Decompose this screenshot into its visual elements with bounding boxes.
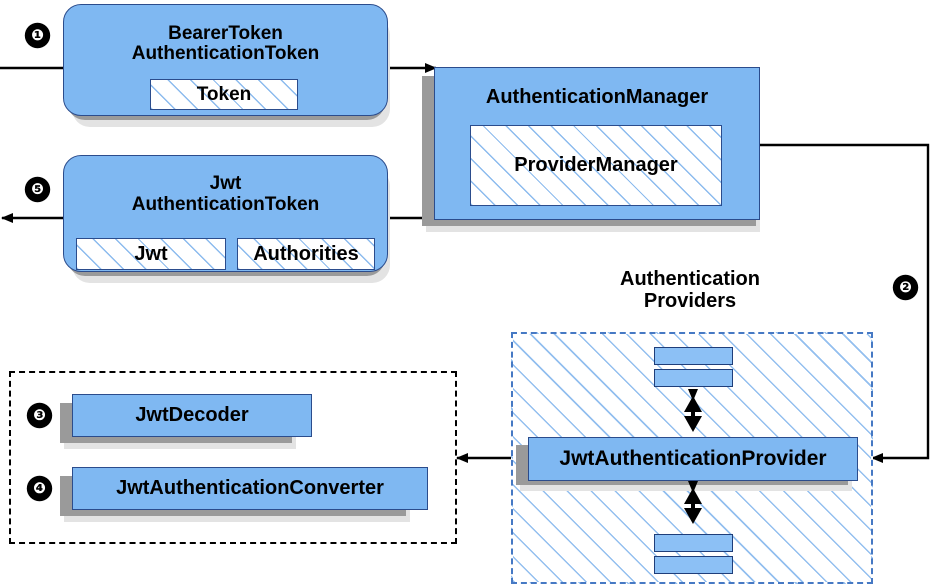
provider-stub-bottom-2	[654, 556, 733, 574]
bearer-token-line1: BearerToken	[168, 22, 283, 44]
inner-box-jwt: Jwt	[76, 238, 226, 270]
jwt-token-line1: Jwt	[209, 173, 242, 195]
inner-box-provider-manager: ProviderManager	[470, 125, 722, 206]
step-marker-5: ❺	[26, 178, 49, 201]
node-jwt-decoder[interactable]: JwtDecoder	[72, 394, 312, 437]
step-marker-2: ❷	[894, 276, 917, 299]
providers-caption-line2: Providers	[643, 290, 737, 313]
inner-box-authorities-label: Authorities	[253, 242, 359, 265]
inner-box-jwt-label: Jwt	[134, 242, 168, 265]
provider-stub-top-1	[654, 347, 733, 365]
jwt-converter-label: JwtAuthenticationConverter	[116, 476, 384, 499]
providers-caption-line1: Authentication	[620, 268, 760, 290]
inner-box-token-label: Token	[196, 83, 252, 105]
authentication-manager-title: AuthenticationManager	[485, 86, 709, 108]
inner-box-token: Token	[150, 79, 298, 110]
inner-box-provider-manager-label: ProviderManager	[514, 154, 678, 176]
authentication-providers-caption: Authentication Providers	[590, 268, 790, 313]
step-marker-1: ❶	[26, 24, 49, 47]
bearer-token-line2: AuthenticationToken	[131, 43, 320, 64]
provider-stub-bottom-1	[654, 534, 733, 552]
provider-stub-top-2	[654, 369, 733, 387]
jwt-provider-label: JwtAuthenticationProvider	[559, 446, 827, 470]
node-jwt-authentication-converter[interactable]: JwtAuthenticationConverter	[72, 467, 428, 510]
node-jwt-authentication-provider[interactable]: JwtAuthenticationProvider	[528, 437, 858, 481]
step-marker-3: ❸	[28, 404, 51, 427]
inner-box-authorities: Authorities	[237, 238, 375, 270]
jwt-token-line2: AuthenticationToken	[131, 193, 320, 215]
jwt-decoder-label: JwtDecoder	[135, 403, 249, 426]
step-marker-4: ❹	[28, 477, 51, 500]
